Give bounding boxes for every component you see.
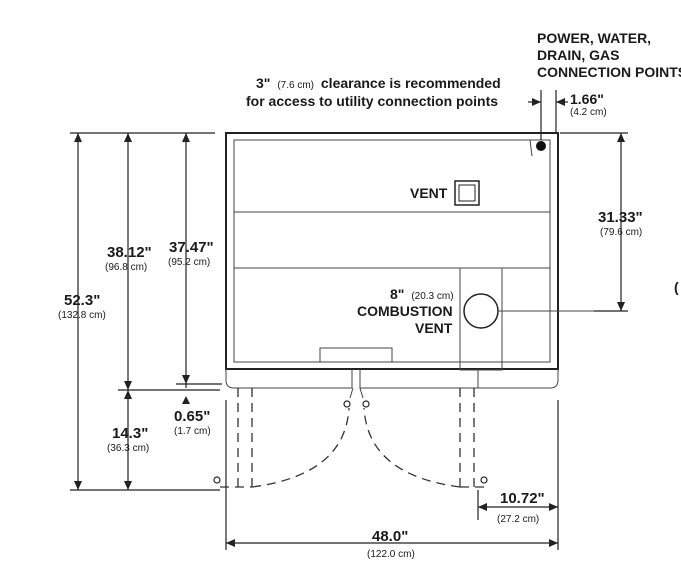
combustion-dim: 8" [390,286,404,302]
svg-text:10.72": 10.72" [500,490,545,507]
clearance-text: clearance is recommended [321,75,501,91]
svg-text:0.65": 0.65" [174,408,210,425]
connection-note: POWER, WATER, DRAIN, GAS CONNECTION POIN… [537,30,681,80]
svg-text:31.33": 31.33" [598,209,643,226]
vent-label: VENT [410,185,448,201]
dim-10-72: 10.72" (27.2 cm) [497,490,545,525]
dimension-lines [70,90,628,550]
dim-14-3: 14.3" (36.3 cm) [107,425,149,454]
svg-text:8" (20.3 cm): 8" (20.3 cm) [390,286,454,302]
combustion-vent-icon [459,267,594,371]
combustion-dim-cm: (20.3 cm) [411,291,453,302]
cropped-mark: ( [674,279,679,295]
dim-31-33: 31.33" (79.6 cm) [598,209,643,238]
svg-text:1.66": 1.66" [570,91,604,107]
svg-text:52.3": 52.3" [64,292,100,309]
connection-point-marker [529,139,551,160]
svg-text:(122.0 cm): (122.0 cm) [367,549,415,560]
dim-37-47: 37.47" (95.2 cm) [168,239,214,268]
svg-text:(36.3 cm): (36.3 cm) [107,443,149,454]
oven-body [225,132,559,370]
dim-1-66: 1.66" (4.2 cm) [570,91,607,118]
connection-note-line-1: POWER, WATER, [537,30,651,46]
dim-52-3: 52.3" (132.8 cm) [58,292,106,321]
clearance-note: 3" (7.6 cm) clearance is recommended for… [246,75,501,109]
dim-48-0: 48.0" (122.0 cm) [367,528,415,560]
clearance-dim-cm: (7.6 cm) [277,80,314,91]
svg-text:3" (7.6 cm) cleara: 3" (7.6 cm) clearance is recommended [256,75,501,91]
svg-text:48.0": 48.0" [372,528,408,545]
svg-text:(96.8 cm): (96.8 cm) [105,262,147,273]
dim-0-65: 0.65" (1.7 cm) [174,408,211,437]
svg-text:37.47": 37.47" [169,239,214,256]
connection-note-line-3: CONNECTION POINTS [537,64,681,80]
vent-icon [454,180,480,206]
svg-text:(132.8 cm): (132.8 cm) [58,310,106,321]
clearance-dim: 3" [256,75,270,91]
svg-text:(95.2 cm): (95.2 cm) [168,257,210,268]
combustion-label-1: COMBUSTION [357,303,453,319]
svg-text:14.3": 14.3" [112,425,148,442]
combustion-vent-label: 8" (20.3 cm) COMBUSTION VENT [357,286,454,336]
svg-text:(27.2 cm): (27.2 cm) [497,514,539,525]
clearance-note-line-2: for access to utility connection points [246,93,498,109]
svg-text:(4.2 cm): (4.2 cm) [570,107,607,118]
oven-doors [213,369,559,488]
combustion-label-2: VENT [415,320,453,336]
svg-text:38.12": 38.12" [107,244,152,261]
svg-text:(1.7 cm): (1.7 cm) [174,426,211,437]
svg-text:(79.6 cm): (79.6 cm) [600,227,642,238]
dim-38-12: 38.12" (96.8 cm) [105,244,152,273]
connection-note-line-2: DRAIN, GAS [537,47,619,63]
